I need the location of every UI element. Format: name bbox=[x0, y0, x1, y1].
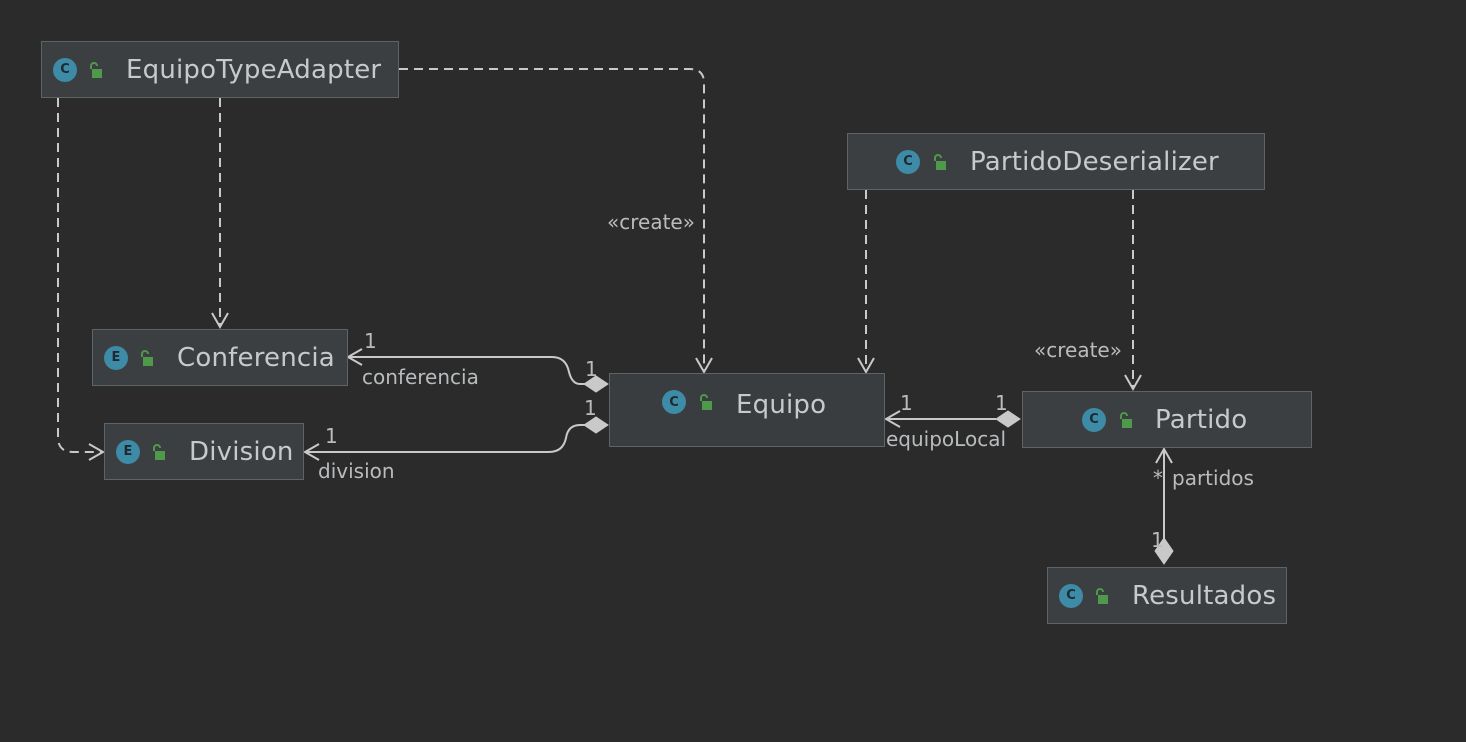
arrowhead-equipo-dep bbox=[857, 357, 875, 375]
multiplicity-equipolocal-target: 1 bbox=[900, 391, 913, 415]
class-node-resultados[interactable]: C Resultados bbox=[1047, 567, 1287, 624]
multiplicity-division-source: 1 bbox=[584, 396, 597, 420]
multiplicity-conferencia-target: 1 bbox=[364, 329, 377, 353]
enum-name: Division bbox=[189, 436, 294, 467]
multiplicity-division-target: 1 bbox=[325, 424, 338, 448]
edge-equipo-division bbox=[305, 424, 586, 453]
edge-equipotypeadapter-division bbox=[57, 98, 103, 453]
class-name: Equipo bbox=[736, 390, 827, 420]
enum-icon: E bbox=[116, 439, 140, 464]
stereotype-create-partido: «create» bbox=[1034, 338, 1122, 362]
class-node-equipotypeadapter[interactable]: C EquipoTypeAdapter bbox=[41, 41, 399, 98]
unlock-icon bbox=[700, 394, 712, 410]
edge-equipo-conferencia bbox=[348, 356, 586, 385]
arrowhead-conferencia-comp bbox=[345, 348, 363, 366]
unlock-icon bbox=[1120, 411, 1132, 428]
class-name: Partido bbox=[1155, 404, 1248, 435]
arrowhead-division-comp bbox=[302, 443, 320, 461]
class-name: Resultados bbox=[1132, 580, 1277, 611]
class-icon: C bbox=[1059, 583, 1083, 608]
unlock-icon bbox=[141, 349, 153, 366]
multiplicity-partidos-source: 1 bbox=[1151, 528, 1164, 552]
unlock-icon bbox=[90, 61, 102, 78]
class-icon: C bbox=[53, 57, 77, 82]
class-icon: C bbox=[1082, 407, 1106, 432]
diamond-resultados-partido bbox=[1154, 537, 1174, 565]
enum-node-division[interactable]: E Division bbox=[104, 423, 304, 480]
diamond-equipo-conferencia bbox=[583, 375, 609, 393]
enum-node-conferencia[interactable]: E Conferencia bbox=[92, 329, 348, 386]
class-name: EquipoTypeAdapter bbox=[126, 54, 382, 85]
unlock-icon bbox=[934, 153, 946, 170]
arrowhead-division-dep bbox=[88, 443, 106, 461]
class-icon: C bbox=[662, 390, 686, 414]
arrowhead-partido-create bbox=[1124, 374, 1142, 392]
unlock-icon bbox=[153, 443, 165, 460]
class-icon: C bbox=[896, 149, 920, 174]
multiplicity-partidos-target: * bbox=[1153, 466, 1163, 490]
diamond-partido-equipo bbox=[995, 410, 1021, 428]
edge-equipotypeadapter-equipo bbox=[399, 68, 705, 372]
enum-icon: E bbox=[104, 345, 128, 370]
class-node-partido[interactable]: C Partido bbox=[1022, 391, 1312, 448]
role-partidos: partidos bbox=[1172, 466, 1254, 490]
arrowhead-partido-comp bbox=[1155, 446, 1173, 464]
arrowhead-equipo-create bbox=[695, 357, 713, 375]
arrowhead-equipo-comp bbox=[883, 410, 901, 428]
stereotype-create-equipo: «create» bbox=[607, 210, 695, 234]
role-division: division bbox=[318, 459, 395, 483]
unlock-icon bbox=[1096, 587, 1108, 604]
diamond-equipo-division bbox=[583, 416, 609, 434]
role-conferencia: conferencia bbox=[362, 365, 479, 389]
multiplicity-conferencia-source: 1 bbox=[585, 357, 598, 381]
enum-name: Conferencia bbox=[177, 342, 335, 373]
multiplicity-equipolocal-source: 1 bbox=[995, 391, 1008, 415]
class-node-partidodeserializer[interactable]: C PartidoDeserializer bbox=[847, 133, 1265, 190]
role-equipolocal: equipoLocal bbox=[886, 427, 1006, 451]
arrowhead-conferencia-dep bbox=[211, 312, 229, 330]
class-node-equipo[interactable]: C Equipo bbox=[609, 373, 885, 447]
class-name: PartidoDeserializer bbox=[970, 146, 1219, 177]
